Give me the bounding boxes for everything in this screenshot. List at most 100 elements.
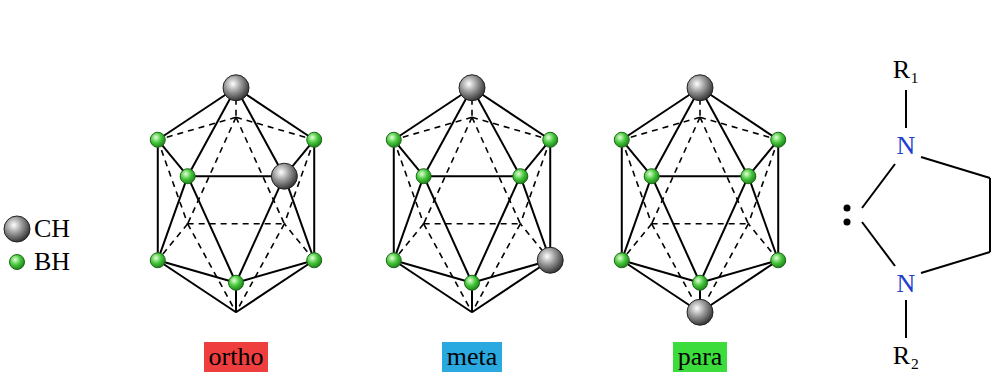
bond-line xyxy=(905,300,907,338)
cluster-bond xyxy=(652,175,749,177)
bond-line xyxy=(862,164,895,208)
cluster-bond xyxy=(188,176,236,283)
cluster-bond xyxy=(472,117,550,140)
bh-atom xyxy=(180,169,195,184)
cluster-bond xyxy=(188,88,236,176)
cluster-bond xyxy=(157,140,159,260)
isomer-name: para xyxy=(678,343,723,372)
cluster-bond xyxy=(236,88,314,140)
bh-atom xyxy=(386,132,401,147)
bh-atom xyxy=(513,169,528,184)
legend-entry: BH xyxy=(2,247,70,277)
cluster-bond xyxy=(394,88,472,140)
bh-atom xyxy=(307,132,322,147)
cluster-bond xyxy=(622,176,652,260)
bh-atom xyxy=(229,275,244,290)
cluster-bond xyxy=(236,260,314,312)
cluster-bond xyxy=(472,260,550,312)
ch-atom xyxy=(687,299,713,325)
cluster-bond xyxy=(472,176,520,283)
cluster-bond xyxy=(652,176,700,283)
cluster-bond xyxy=(158,176,188,260)
isomer-label: ortho xyxy=(204,342,269,373)
cluster-bond xyxy=(700,260,778,283)
cluster-bond xyxy=(236,117,314,140)
cluster-bond xyxy=(424,175,521,177)
legend-ball xyxy=(10,255,25,270)
cluster-bond xyxy=(622,260,700,312)
cluster-bond xyxy=(700,88,778,140)
bh-atom xyxy=(543,132,558,147)
isomer-label: meta xyxy=(442,342,503,373)
bh-atom xyxy=(416,169,431,184)
atom-symbol: N xyxy=(897,270,916,299)
legend-swatch xyxy=(2,247,34,277)
ch-atom xyxy=(537,247,563,273)
lone-pair-dot xyxy=(844,205,851,212)
cluster-bond xyxy=(700,260,778,312)
cluster-bond xyxy=(236,88,284,176)
bh-atom xyxy=(693,275,708,290)
cluster-bond xyxy=(700,88,748,176)
cluster-bond xyxy=(394,176,424,260)
cluster-bond xyxy=(748,176,778,260)
cluster-bond xyxy=(472,88,520,176)
para-cluster xyxy=(614,75,785,325)
cluster-bond xyxy=(621,140,623,260)
legend-text: BH xyxy=(34,248,70,277)
cluster-bond xyxy=(188,223,285,225)
carbene-structure xyxy=(844,90,991,338)
cluster-bond xyxy=(700,117,778,140)
bh-atom xyxy=(465,275,480,290)
bond-line xyxy=(921,157,990,178)
bond-line xyxy=(921,252,990,273)
legend-ball xyxy=(4,216,30,242)
bh-atom xyxy=(150,132,165,147)
bh-atom xyxy=(307,253,322,268)
bh-atom xyxy=(741,169,756,184)
legend-swatch xyxy=(2,214,34,244)
bh-atom xyxy=(771,132,786,147)
cluster-bond xyxy=(158,260,236,283)
bh-atom xyxy=(771,253,786,268)
isomer-name: meta xyxy=(447,343,498,372)
bond-line xyxy=(862,222,895,266)
cluster-bond xyxy=(622,260,700,283)
cluster-bond xyxy=(236,176,284,283)
cluster-bond xyxy=(472,88,550,140)
ch-atom xyxy=(223,75,249,101)
legend-entry: CH xyxy=(2,214,70,244)
ortho-cluster xyxy=(150,75,321,312)
cluster-bond xyxy=(394,117,472,140)
atom-symbol: N xyxy=(897,132,916,161)
cluster-bond xyxy=(236,260,314,283)
isomer-name: ortho xyxy=(209,343,264,372)
substituent-label: R₁ xyxy=(893,56,919,85)
meta-cluster xyxy=(386,75,563,312)
cluster-bond xyxy=(394,260,472,312)
bh-atom xyxy=(614,253,629,268)
ch-atom xyxy=(271,163,297,189)
legend-text: CH xyxy=(34,215,70,244)
cluster-bond xyxy=(158,88,236,140)
ch-atom xyxy=(459,75,485,101)
cluster-bond xyxy=(700,176,748,283)
cluster-bond xyxy=(652,88,700,176)
cluster-bond xyxy=(424,88,472,176)
cluster-bond xyxy=(424,176,472,283)
bh-atom xyxy=(644,169,659,184)
cluster-bond xyxy=(394,260,472,283)
bh-atom xyxy=(150,253,165,268)
isomer-label: para xyxy=(673,342,728,373)
ch-atom xyxy=(687,75,713,101)
lone-pair-dot xyxy=(844,219,851,226)
cluster-bond xyxy=(777,140,779,260)
carborane-clusters xyxy=(150,75,785,325)
substituent-label: R₂ xyxy=(893,342,919,371)
cluster-bond xyxy=(393,140,395,260)
cluster-bond xyxy=(158,260,236,312)
bond-line xyxy=(989,178,991,252)
cluster-bond xyxy=(313,140,315,260)
